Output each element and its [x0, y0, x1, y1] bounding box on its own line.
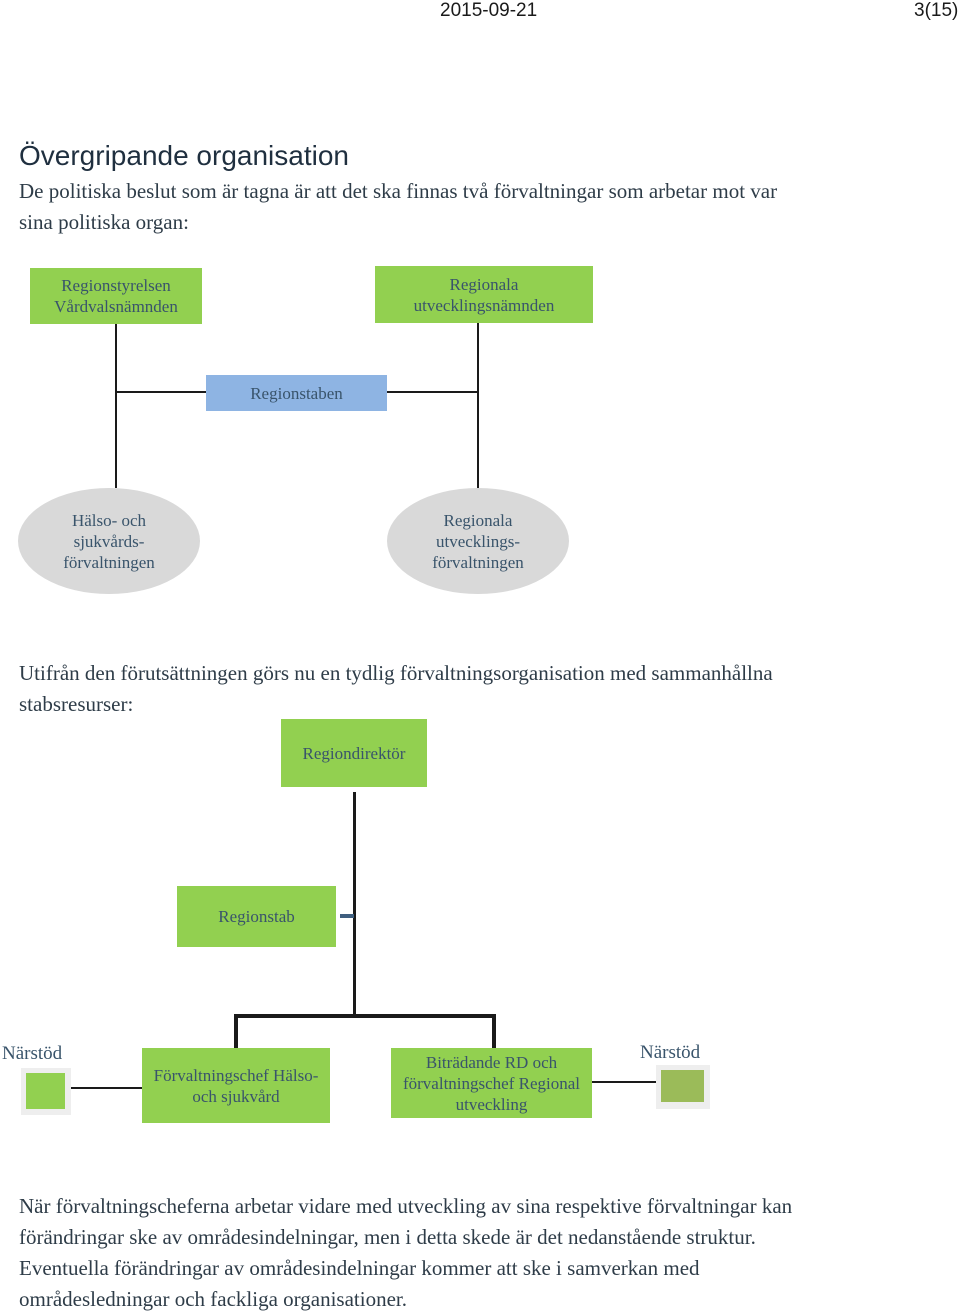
box-text: Regionstaben — [250, 383, 343, 403]
connector-line — [386, 391, 479, 393]
box-text: Regionstyrelsen — [61, 276, 171, 295]
narstod-right-square — [661, 1070, 704, 1102]
middle-line-1: Utifrån den förutsättningen görs nu en t… — [19, 661, 773, 685]
box-text: utveckling — [455, 1094, 528, 1114]
header-date: 2015-09-21 — [440, 0, 538, 21]
middle-paragraph: Utifrån den förutsättningen görs nu en t… — [19, 658, 919, 720]
regionala-utvecklingsnamnden-box: Regionala utvecklingsnämnden — [375, 266, 593, 323]
connector-line — [592, 1081, 660, 1083]
box-text: Förvaltningschef Hälso- — [153, 1065, 319, 1085]
box-text: utvecklingsnämnden — [413, 295, 555, 315]
box-text: Regionstab — [218, 907, 295, 926]
connector-line — [353, 792, 356, 1016]
closing-line-2: förändringar ske av områdesindelningar, … — [19, 1225, 756, 1249]
intro-paragraph: De politiska beslut som är tagna är att … — [19, 176, 919, 238]
regiondirektor-box: Regiondirektör — [281, 719, 427, 787]
box-text: Hälso- och — [71, 510, 147, 530]
connector-line — [492, 1014, 496, 1048]
bitradande-rd-box: Biträdande RD och förvaltningschef Regio… — [391, 1048, 592, 1118]
closing-paragraph: När förvaltningscheferna arbetar vidare … — [19, 1191, 939, 1315]
page-heading: Övergripande organisation — [19, 140, 349, 171]
connector-line — [234, 1014, 238, 1048]
box-text: utvecklings- — [435, 531, 521, 551]
connector-stub — [340, 914, 354, 918]
narstod-left-label: Närstöd — [2, 1043, 63, 1064]
forvaltningschef-halso-box: Förvaltningschef Hälso- och sjukvård — [142, 1048, 330, 1123]
header-page-number: 3(15) — [914, 0, 959, 21]
intro-line-2: sina politiska organ: — [19, 210, 189, 234]
box-text: Regiondirektör — [302, 743, 406, 763]
box-text: Regionala — [443, 510, 513, 530]
connector-line — [66, 1087, 143, 1089]
box-text: förvaltningen — [432, 552, 524, 572]
halso-sjukvardsforvaltningen-ellipse: Hälso- och sjukvårds- förvaltningen — [18, 488, 200, 594]
closing-line-3: Eventuella förändringar av områdesindeln… — [19, 1256, 700, 1280]
box-text: och sjukvård — [192, 1086, 280, 1106]
regionstaben-box: Regionstaben — [206, 375, 387, 411]
box-text: Vårdvalsnämnden — [54, 297, 178, 316]
regionala-utvecklingsforvaltningen-ellipse: Regionala utvecklings- förvaltningen — [387, 488, 569, 594]
connector-line — [115, 391, 207, 393]
narstod-left-square — [26, 1073, 65, 1109]
intro-line-1: De politiska beslut som är tagna är att … — [19, 179, 778, 203]
box-text: förvaltningschef Regional — [402, 1073, 581, 1093]
regionstyrelsen-box: Regionstyrelsen Vårdvalsnämnden — [30, 268, 202, 324]
closing-line-1: När förvaltningscheferna arbetar vidare … — [19, 1194, 793, 1218]
middle-line-2: stabsresurser: — [19, 692, 134, 716]
connector-line — [477, 322, 479, 488]
closing-line-4: områdesledningar och fackliga organisati… — [19, 1287, 407, 1311]
narstod-right-label: Närstöd — [640, 1042, 701, 1063]
box-text: sjukvårds- — [73, 531, 145, 551]
connector-line — [234, 1014, 496, 1018]
box-text: förvaltningen — [63, 552, 155, 572]
box-text: Biträdande RD och — [425, 1052, 558, 1072]
connector-line — [115, 322, 117, 488]
box-text: Regionala — [449, 274, 519, 294]
regionstab-box: Regionstab — [177, 886, 336, 947]
